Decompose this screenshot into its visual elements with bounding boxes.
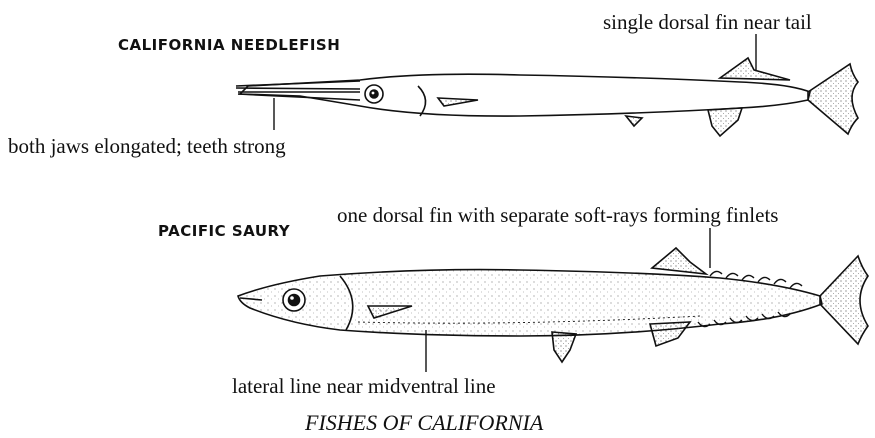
needlefish-drawing [236,34,858,136]
saury-body [238,270,822,336]
needlefish-dorsal-fin [720,58,790,80]
needlefish-anal-fin [708,108,742,136]
needlefish-pelvic-fin [626,116,642,126]
saury-anal-fin [650,322,690,346]
saury-drawing [238,228,868,372]
needlefish-caudal-fin [808,64,858,134]
saury-dorsal-fin [652,248,706,274]
saury-pelvic-fin [552,332,576,362]
saury-caudal-fin [820,256,868,344]
